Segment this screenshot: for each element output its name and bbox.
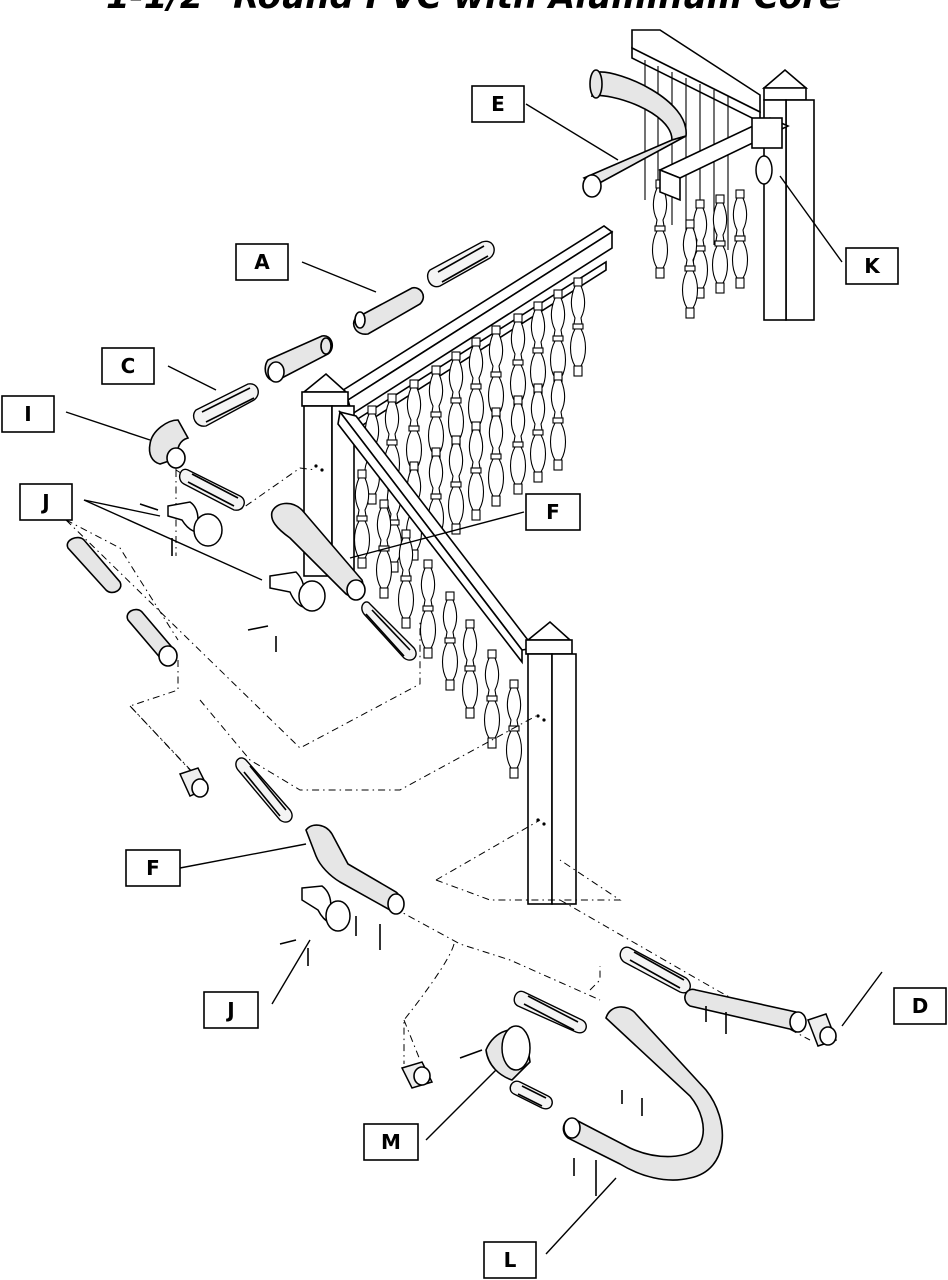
svg-text:J: J — [225, 998, 234, 1022]
label-J-upper: J — [19, 483, 73, 521]
svg-text:C: C — [121, 354, 136, 378]
svg-text:F: F — [146, 856, 160, 880]
label-L: L — [483, 1241, 537, 1279]
svg-text:D: D — [912, 994, 929, 1018]
part-C-connector — [192, 335, 334, 427]
svg-text:M: M — [381, 1130, 401, 1154]
label-F-upper: F — [525, 493, 581, 531]
part-J-lower-bracket — [279, 885, 381, 966]
svg-text:J: J — [40, 490, 49, 514]
svg-text:E: E — [491, 92, 505, 116]
svg-text:L: L — [504, 1248, 517, 1272]
part-A-tube — [352, 240, 495, 335]
label-K: K — [845, 247, 899, 285]
svg-text:K: K — [864, 254, 881, 278]
part-F-lower — [235, 757, 405, 915]
part-J-upper-brackets — [139, 501, 326, 652]
label-E: E — [471, 85, 525, 123]
part-L-return — [513, 990, 724, 1196]
label-D: D — [893, 987, 947, 1025]
part-M-wall-mount — [400, 1025, 553, 1110]
label-F-lower: F — [125, 849, 181, 887]
part-D-end — [619, 946, 837, 1047]
label-C: C — [101, 347, 155, 385]
label-M: M — [363, 1123, 419, 1161]
part-F-upper — [178, 468, 417, 661]
svg-text:I: I — [24, 402, 31, 426]
label-J-lower: J — [203, 991, 259, 1029]
part-I-elbow — [148, 419, 190, 469]
label-A: A — [235, 243, 289, 281]
loose-tube-left — [66, 536, 210, 798]
svg-text:A: A — [254, 250, 270, 274]
leader-lines — [65, 103, 883, 1255]
diagram-title: 1-1/2" Round PVC with Aluminum Core — [106, 0, 842, 17]
svg-text:F: F — [546, 500, 560, 524]
upper-right-railing — [582, 29, 815, 321]
label-I: I — [1, 395, 55, 433]
